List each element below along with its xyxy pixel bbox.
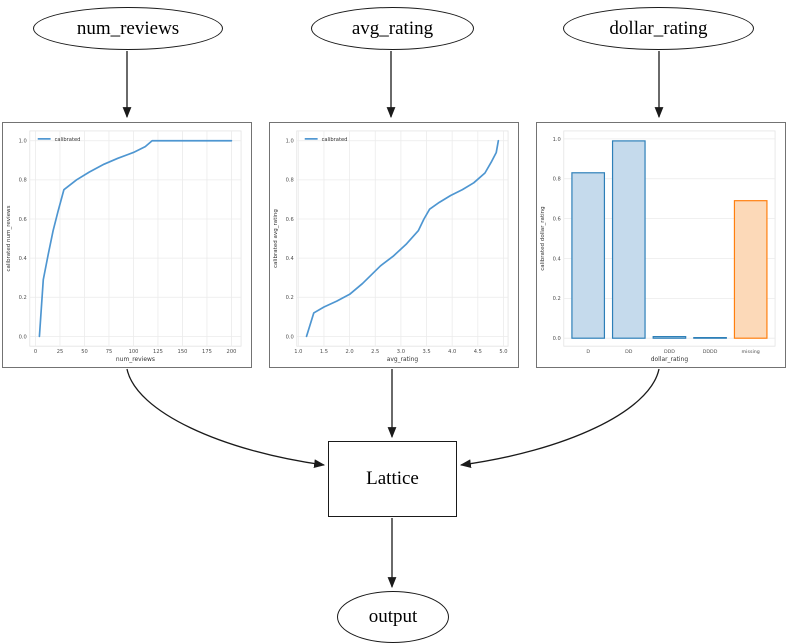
node-dollar-rating-label: dollar_rating [609, 17, 708, 39]
svg-text:1.0: 1.0 [19, 139, 27, 145]
svg-text:200: 200 [227, 349, 237, 355]
svg-text:125: 125 [153, 349, 163, 355]
svg-text:0: 0 [34, 349, 37, 355]
svg-text:DDD: DDD [664, 349, 675, 355]
svg-text:1.5: 1.5 [320, 349, 328, 355]
svg-text:calibrated num_reviews: calibrated num_reviews [6, 205, 12, 271]
svg-text:75: 75 [106, 349, 113, 355]
svg-text:0.4: 0.4 [286, 256, 294, 262]
node-num-reviews: num_reviews [33, 7, 223, 50]
edge-calibrator3-to-lattice [459, 368, 660, 469]
svg-text:150: 150 [178, 349, 188, 355]
svg-text:D: D [586, 349, 590, 355]
svg-text:25: 25 [57, 349, 64, 355]
node-avg-rating: avg_rating [311, 7, 474, 50]
svg-text:calibrated dollar_rating: calibrated dollar_rating [540, 206, 546, 271]
svg-text:dollar_rating: dollar_rating [651, 356, 689, 363]
svg-text:1.0: 1.0 [294, 349, 302, 355]
svg-text:100: 100 [129, 349, 139, 355]
svg-text:0.2: 0.2 [19, 295, 27, 301]
svg-text:175: 175 [202, 349, 212, 355]
svg-text:0.8: 0.8 [19, 178, 27, 184]
svg-text:3.0: 3.0 [397, 349, 405, 355]
node-output: output [337, 591, 449, 643]
svg-text:2.5: 2.5 [371, 349, 379, 355]
svg-text:0.2: 0.2 [286, 295, 294, 301]
svg-text:0.0: 0.0 [286, 334, 294, 340]
edge-calibrator1-to-lattice [126, 368, 326, 469]
svg-text:calibrated: calibrated [55, 137, 81, 143]
svg-text:calibrated: calibrated [322, 137, 348, 143]
svg-text:0.0: 0.0 [553, 336, 561, 342]
svg-text:0.6: 0.6 [286, 217, 294, 223]
svg-text:0.6: 0.6 [19, 217, 27, 223]
svg-text:0.2: 0.2 [553, 296, 561, 302]
svg-text:1.0: 1.0 [553, 137, 561, 143]
node-num-reviews-label: num_reviews [76, 17, 180, 39]
calibrator-plot-num-reviews: 0.0 0.2 0.4 0.6 0.8 1.0 0 25 50 75 100 125 150 175 200… [2, 122, 252, 368]
svg-text:DDDD: DDDD [703, 349, 718, 355]
svg-text:0.0: 0.0 [19, 334, 27, 340]
svg-text:avg_rating: avg_rating [387, 356, 419, 363]
svg-text:4.0: 4.0 [448, 349, 456, 355]
svg-text:0.4: 0.4 [19, 256, 27, 262]
svg-text:0.8: 0.8 [553, 177, 561, 183]
svg-text:num_reviews: num_reviews [116, 356, 155, 363]
calibrator-chart-avg-rating: 0.0 0.2 0.4 0.6 0.8 1.0 1.0 1.5 2.0 2.5 3.0 3.5 4.0 4… [273, 130, 509, 363]
svg-text:calibrated avg_rating: calibrated avg_rating [273, 209, 279, 268]
node-output-label: output [368, 606, 418, 627]
svg-text:2.0: 2.0 [346, 349, 354, 355]
calibrator-plot-avg-rating: 0.0 0.2 0.4 0.6 0.8 1.0 1.0 1.5 2.0 2.5 3.0 3.5 4.0 4… [269, 122, 519, 368]
node-lattice-label: Lattice [366, 468, 419, 489]
svg-text:1.0: 1.0 [286, 139, 294, 145]
calibrator-chart-num-reviews: 0.0 0.2 0.4 0.6 0.8 1.0 0 25 50 75 100 125 150 175 200… [6, 130, 242, 363]
svg-text:0.4: 0.4 [553, 256, 561, 262]
svg-text:missing: missing [742, 349, 760, 355]
svg-text:DD: DD [625, 349, 633, 355]
node-avg-rating-label: avg_rating [351, 17, 434, 39]
node-dollar-rating: dollar_rating [563, 7, 754, 50]
node-lattice: Lattice [328, 441, 457, 517]
svg-text:50: 50 [81, 349, 88, 355]
svg-text:5.0: 5.0 [499, 349, 507, 355]
svg-text:0.8: 0.8 [286, 178, 294, 184]
svg-text:0.6: 0.6 [553, 217, 561, 223]
svg-text:4.5: 4.5 [474, 349, 482, 355]
svg-text:3.5: 3.5 [422, 349, 430, 355]
